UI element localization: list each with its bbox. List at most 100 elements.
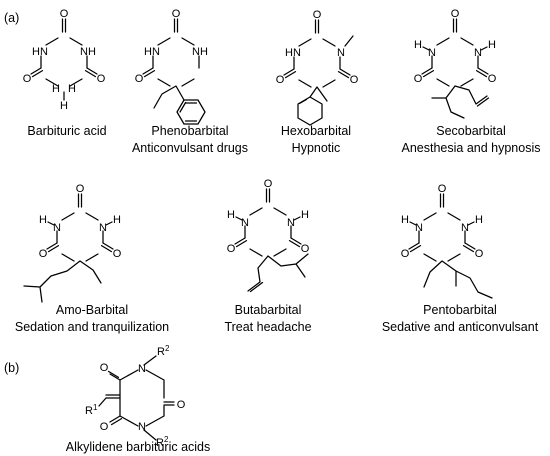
carbonyl-bond bbox=[314, 19, 320, 34]
oxygen-atom: O bbox=[475, 248, 484, 260]
carbonyl-bond bbox=[77, 193, 83, 208]
compound-use: Sedative and anticonvulsant bbox=[382, 320, 539, 334]
nh-group: HN bbox=[285, 47, 301, 59]
carbonyl-bond bbox=[452, 18, 458, 33]
nh-group: NH bbox=[192, 46, 208, 58]
alkylidene-bonds bbox=[98, 394, 121, 407]
carbonyl-bond bbox=[163, 401, 175, 406]
nitrogen-atom: N bbox=[474, 47, 482, 59]
carbonyl-bond bbox=[107, 370, 121, 381]
hydrogen-atom: H bbox=[52, 83, 60, 95]
hydrogen-atom: H bbox=[113, 214, 121, 226]
nh-bonds bbox=[409, 221, 475, 226]
r2-group: R2 bbox=[157, 344, 170, 358]
carbonyl-bond bbox=[109, 415, 123, 426]
oxygen-atom: O bbox=[172, 8, 181, 20]
oxygen-atom: O bbox=[177, 399, 186, 411]
compound-use: Treat headache bbox=[224, 320, 311, 334]
ring-bonds bbox=[152, 37, 200, 87]
structure-secobarbital: O H N N H O O bbox=[414, 8, 497, 119]
panel-label-a: (a) bbox=[4, 11, 19, 25]
substituent-bonds bbox=[309, 35, 354, 102]
carbonyl-bond bbox=[265, 188, 271, 203]
nitrogen-atom: N bbox=[337, 47, 345, 59]
r1-group: R1 bbox=[85, 403, 98, 417]
oxygen-atom: O bbox=[100, 421, 109, 433]
carbonyl-bond bbox=[142, 67, 156, 78]
ring-bonds bbox=[293, 38, 341, 88]
oxygen-atom: O bbox=[488, 73, 497, 85]
substituent-bonds bbox=[431, 85, 490, 119]
compound-name: Butabarbital bbox=[235, 303, 302, 317]
compound-use: Sedation and tranquilization bbox=[15, 320, 169, 334]
substituent-bonds bbox=[23, 260, 102, 303]
hydrogen-atom: H bbox=[414, 39, 422, 51]
hydrogen-atom: H bbox=[227, 209, 235, 221]
hydrogen-atom: H bbox=[301, 209, 309, 221]
nitrogen-atom: N bbox=[138, 421, 146, 433]
oxygen-atom: O bbox=[313, 9, 322, 21]
phenyl-ring bbox=[176, 99, 206, 125]
substituent-bonds bbox=[423, 260, 493, 299]
oxygen-atom: O bbox=[39, 248, 48, 260]
ring-bonds bbox=[244, 207, 292, 257]
oxygen-atom: O bbox=[60, 8, 69, 20]
oxygen-atom: O bbox=[76, 183, 85, 195]
ring-bonds bbox=[431, 37, 479, 87]
nitrogen-atom: N bbox=[241, 217, 249, 229]
oxygen-atom: O bbox=[100, 362, 109, 374]
compound-name: Pentobarbital bbox=[423, 303, 497, 317]
oxygen-atom: O bbox=[97, 73, 106, 85]
compound-name: Amo-Barbital bbox=[56, 303, 128, 317]
carbonyl-bond bbox=[439, 193, 445, 208]
nitrogen-atom: N bbox=[53, 222, 61, 234]
hydrogen-atom: H bbox=[39, 214, 47, 226]
carbonyl-bond bbox=[46, 242, 60, 253]
nitrogen-atom: N bbox=[287, 217, 295, 229]
nitrogen-atom: N bbox=[461, 222, 469, 234]
hydrogen-atom: H bbox=[68, 83, 76, 95]
structure-phenobarbital: O HN NH O bbox=[135, 8, 208, 125]
nitrogen-atom: N bbox=[99, 222, 107, 234]
carbonyl-bond bbox=[421, 67, 435, 78]
ring-bonds bbox=[418, 212, 466, 262]
nitrogen-atom: N bbox=[415, 222, 423, 234]
r2-bonds bbox=[143, 355, 157, 441]
nitrogen-atom: N bbox=[428, 47, 436, 59]
oxygen-atom: O bbox=[414, 73, 423, 85]
carbonyl-bond bbox=[100, 242, 114, 253]
compound-use: Hypnotic bbox=[292, 141, 341, 155]
r2-group: R2 bbox=[156, 435, 169, 449]
structure-butabarbital: O H N N H O O bbox=[227, 178, 310, 293]
hydrogen-atom: H bbox=[60, 100, 68, 112]
carbonyl-bond bbox=[408, 242, 422, 253]
structure-barbituric-acid: O HN NH O O H H H bbox=[23, 8, 106, 112]
compound-name: Hexobarbital bbox=[281, 124, 351, 138]
nh-bonds bbox=[47, 221, 113, 226]
hydrogen-atom: H bbox=[401, 214, 409, 226]
hydrogen-atom: H bbox=[488, 39, 496, 51]
cyclohexenyl-ring bbox=[297, 96, 323, 126]
carbonyl-bond bbox=[475, 67, 489, 78]
compound-name: Phenobarbital bbox=[151, 124, 228, 138]
compound-use: Anticonvulsant drugs bbox=[132, 141, 248, 155]
oxygen-atom: O bbox=[451, 8, 460, 20]
oxygen-atom: O bbox=[276, 74, 285, 86]
compound-name: Alkylidene barbituric acids bbox=[66, 440, 211, 454]
carbonyl-bond bbox=[61, 18, 67, 33]
structure-hexobarbital: O HN N O O bbox=[276, 9, 359, 126]
carbonyl-bond bbox=[234, 237, 248, 248]
nh-bonds bbox=[422, 46, 488, 51]
nh-group: HN bbox=[144, 46, 160, 58]
oxygen-atom: O bbox=[438, 183, 447, 195]
carbonyl-bond bbox=[337, 68, 351, 79]
compound-use: Anesthesia and hypnosis bbox=[402, 141, 541, 155]
hydrogen-atom: H bbox=[475, 214, 483, 226]
oxygen-atom: O bbox=[227, 243, 236, 255]
structure-amobarbital: O H N N H O O bbox=[23, 183, 122, 303]
carbonyl-bond bbox=[283, 68, 297, 79]
nitrogen-atom: N bbox=[138, 363, 146, 375]
carbonyl-bond bbox=[30, 67, 44, 78]
carbonyl-bond bbox=[288, 237, 302, 248]
